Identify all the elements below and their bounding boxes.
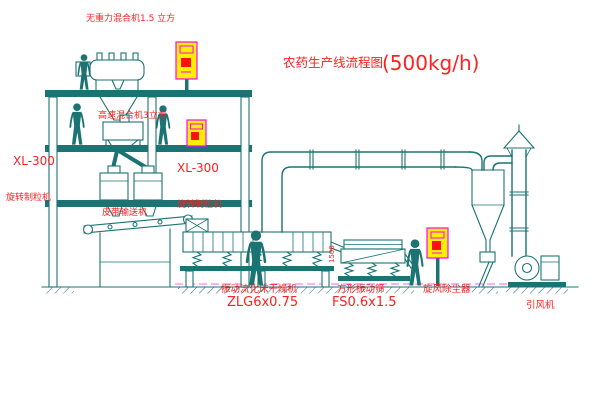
label-granulator-left-model: XL-300 bbox=[13, 154, 55, 168]
label-granulator-mid-name: 旋转制粒机 bbox=[177, 198, 222, 210]
label-dryer: 振动流化床干燥机 bbox=[221, 283, 298, 295]
high-speed-mixer bbox=[102, 114, 149, 170]
control-panel-right bbox=[426, 227, 449, 286]
cyclone bbox=[471, 155, 513, 287]
building-frame bbox=[45, 90, 252, 288]
label-dryer-model: ZLG6x0.75 bbox=[227, 295, 298, 310]
vibrating-sieve bbox=[338, 239, 414, 281]
granulators bbox=[99, 165, 163, 217]
exhaust-stack bbox=[502, 124, 536, 257]
gravity-mixer bbox=[75, 52, 145, 121]
label-granulator-mid-model: XL-300 bbox=[177, 161, 219, 175]
label-gravity-mixer: 无重力混合机1.5 立方 bbox=[86, 12, 175, 24]
labels: 无重力混合机1.5 立方 农药生产线流程图 (500kg/h) 高速混合机3立方… bbox=[6, 12, 555, 311]
belt-conveyor bbox=[82, 214, 194, 287]
label-sieve: 方形振动筛 bbox=[337, 283, 385, 295]
label-high-speed-mixer: 高速混合机3立方 bbox=[98, 109, 167, 121]
label-cyclone: 旋风除尘器 bbox=[423, 283, 471, 295]
label-granulator-left-name: 旋转制粒机 bbox=[6, 191, 51, 203]
person-floor2-left bbox=[69, 102, 85, 146]
control-panel-mid bbox=[186, 119, 207, 147]
label-belt-conveyor: 皮带输送机 bbox=[102, 206, 147, 218]
diagram-title-capacity: (500kg/h) bbox=[382, 51, 479, 75]
induced-draft-fan bbox=[508, 255, 566, 287]
exhaust-duct bbox=[261, 149, 483, 233]
label-dimension-1500: 1500 bbox=[328, 245, 336, 263]
label-fan: 引风机 bbox=[526, 299, 555, 311]
label-sieve-model: FS0.6x1.5 bbox=[332, 295, 397, 310]
control-panel-top bbox=[175, 41, 198, 90]
ground-line bbox=[41, 283, 579, 294]
diagram-title: 农药生产线流程图 bbox=[283, 55, 383, 70]
